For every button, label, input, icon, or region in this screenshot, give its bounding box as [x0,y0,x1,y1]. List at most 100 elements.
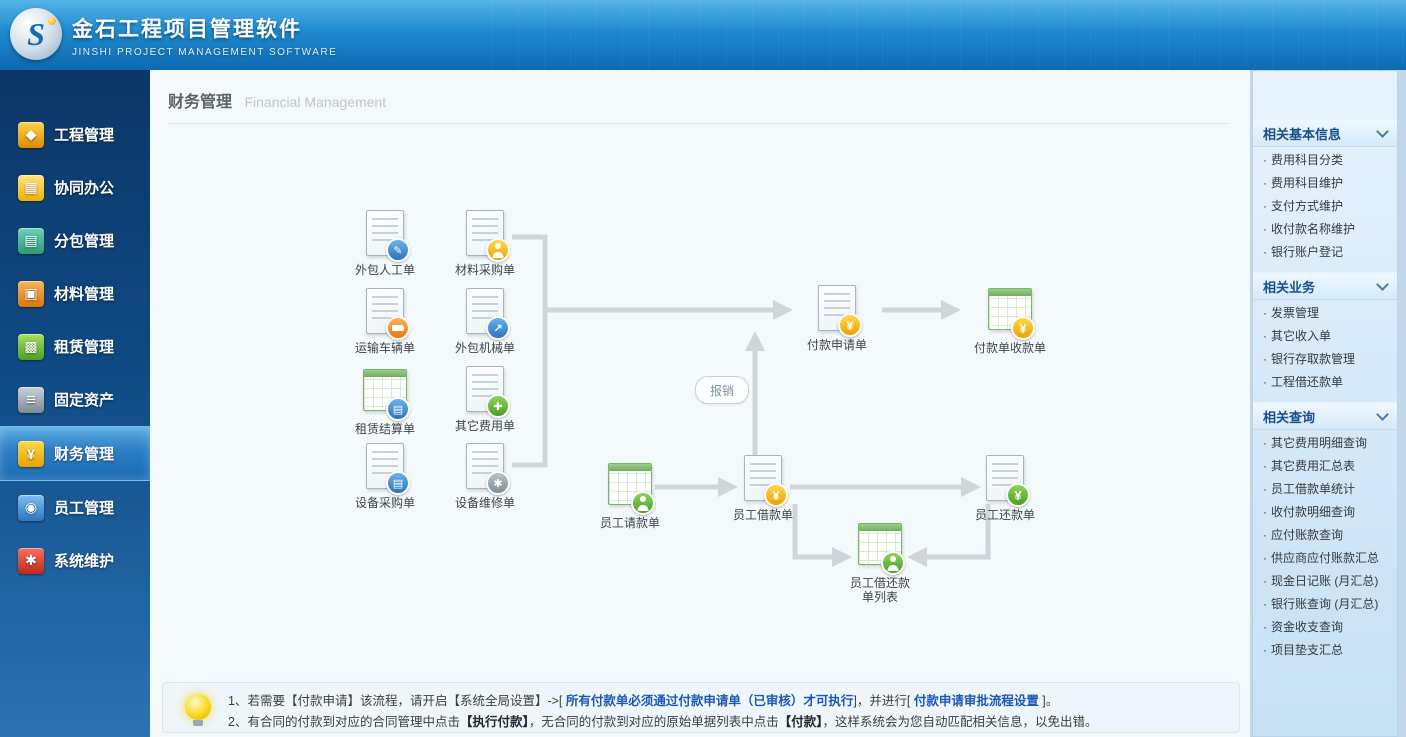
flow-node-label: 员工借款单 [718,508,808,522]
link-payment-method-maintain[interactable]: 支付方式维护 [1253,195,1397,218]
sidebar-item-lease[interactable]: 租赁管理 [0,320,150,373]
main-content-panel: 财务管理 Financial Management [150,70,1250,737]
flow-node-employee-loan[interactable]: 员工借款单 [718,455,808,522]
link-payable-query[interactable]: 应付账款查询 [1253,524,1397,547]
link-bank-deposit-withdraw[interactable]: 银行存取款管理 [1253,348,1397,371]
flow-node-label-line2: 单列表 [835,590,925,604]
grid-person-icon [857,523,903,571]
tips-panel: 1、若需要【付款申请】该流程，请开启【系统全局设置】->[ 所有付款单必须通过付… [162,682,1240,733]
flow-node-transport-vehicle[interactable]: 运输车辆单 [340,288,430,355]
link-expense-subject-category[interactable]: 费用科目分类 [1253,149,1397,172]
flow-node-lease-settlement[interactable]: 租赁结算单 [340,366,430,436]
flow-node-label: 运输车辆单 [340,341,430,355]
link-bank-account-register[interactable]: 银行账户登记 [1253,241,1397,264]
sidebar-item-label: 员工管理 [54,497,114,518]
flow-node-employee-loan-list[interactable]: 员工借还款 单列表 [835,520,925,604]
link-other-income[interactable]: 其它收入单 [1253,325,1397,348]
tip-text: ]。 [1039,694,1058,708]
grid-coin-icon [987,288,1033,336]
grid-docs-icon [362,369,408,417]
page-title-row: 财务管理 Financial Management [168,70,1230,124]
flow-node-label: 员工借还款 [835,576,925,590]
sidebar-item-subcontract[interactable]: 分包管理 [0,214,150,267]
sidebar-item-label: 协同办公 [54,177,114,198]
section-header-basic-info[interactable]: 相关基本信息 [1253,119,1397,147]
tip-link-approval-flow-setting[interactable]: 付款申请审批流程设置 [914,694,1039,708]
section-title: 相关查询 [1263,407,1315,426]
link-employee-loan-stats[interactable]: 员工借款单统计 [1253,478,1397,501]
flow-node-employee-repayment[interactable]: 员工还款单 [960,455,1050,522]
sidebar-item-finance[interactable]: 财务管理 [0,426,150,481]
flow-node-payment-receipt[interactable]: 付款单收款单 [965,285,1055,355]
tip-text: ，无合同的付款到对应的原始单据列表中点击 [529,715,779,729]
flow-node-equipment-repair[interactable]: 设备维修单 [440,443,530,510]
app-subtitle: JINSHI PROJECT MANAGEMENT SOFTWARE [72,47,337,58]
link-payment-detail-query[interactable]: 收付款明细查询 [1253,501,1397,524]
flow-node-payment-request[interactable]: 付款申请单 [792,285,882,352]
flow-node-other-expense[interactable]: 其它费用单 [440,366,530,433]
link-fund-inout-query[interactable]: 资金收支查询 [1253,616,1397,639]
doc-arrow-icon [462,288,508,336]
flow-node-outsourced-machinery[interactable]: 外包机械单 [440,288,530,355]
app-header: 金石工程项目管理软件 JINSHI PROJECT MANAGEMENT SOF… [0,0,1406,70]
sidebar-item-material[interactable]: 材料管理 [0,267,150,320]
flow-node-label: 材料采购单 [440,263,530,277]
link-project-loan-repay[interactable]: 工程借还款单 [1253,371,1397,394]
link-expense-subject-maintain[interactable]: 费用科目维护 [1253,172,1397,195]
sidebar-item-label: 系统维护 [54,550,114,571]
finance-coins-icon [18,441,44,467]
link-supplier-payable-summary[interactable]: 供应商应付账款汇总 [1253,547,1397,570]
link-other-expense-summary[interactable]: 其它费用汇总表 [1253,455,1397,478]
flow-node-label: 外包机械单 [440,341,530,355]
doc-gear-icon [462,443,508,491]
main-nav-sidebar: 工程管理 协同办公 分包管理 材料管理 租赁管理 固定资产 财务管理 员工管理 [0,70,150,737]
flow-node-label: 付款申请单 [792,338,882,352]
flow-node-label: 外包人工单 [340,263,430,277]
link-project-advance-summary[interactable]: 项目垫支汇总 [1253,639,1397,662]
flow-node-material-purchase[interactable]: 材料采购单 [440,210,530,277]
section-header-related-query[interactable]: 相关查询 [1253,402,1397,430]
doc-plus-icon [462,366,508,414]
flow-node-label: 付款单收款单 [965,341,1055,355]
section-header-related-business[interactable]: 相关业务 [1253,272,1397,300]
chevron-down-icon [1376,125,1389,138]
tip-text: ]，并进行[ [853,694,913,708]
flow-node-equipment-purchase[interactable]: 设备采购单 [340,443,430,510]
doc-truck-icon [362,288,408,336]
doc-person-icon [462,210,508,258]
sidebar-item-office[interactable]: 协同办公 [0,161,150,214]
tip-line-2: 2、有合同的付款到对应的合同管理中点击【执行付款】，无合同的付款到对应的原始单据… [228,712,1239,733]
flow-node-outsourced-labor[interactable]: 外包人工单 [340,210,430,277]
flow-node-label: 租赁结算单 [340,422,430,436]
link-invoice-management[interactable]: 发票管理 [1253,302,1397,325]
sidebar-item-label: 分包管理 [54,230,114,251]
sidebar-item-project[interactable]: 工程管理 [0,108,150,161]
flow-node-employee-request[interactable]: 员工请款单 [585,460,675,530]
link-cash-journal-monthly[interactable]: 现金日记账 (月汇总) [1253,570,1397,593]
sidebar-item-maintenance[interactable]: 系统维护 [0,534,150,587]
tip-text-payment: 【付款】 [779,715,823,729]
chevron-down-icon [1376,408,1389,421]
sidebar-item-label: 材料管理 [54,283,114,304]
link-bank-account-query-monthly[interactable]: 银行账查询 (月汇总) [1253,593,1397,616]
employee-people-icon [18,495,44,521]
reimbursement-bubble-label: 报销 [695,376,749,404]
sidebar-item-label: 财务管理 [54,443,114,464]
tip-text: 2、有合同的付款到对应的合同管理中点击 [228,715,460,729]
sidebar-item-employee[interactable]: 员工管理 [0,481,150,534]
payment-hand-coin-icon [814,285,860,333]
link-payee-name-maintain[interactable]: 收付款名称维护 [1253,218,1397,241]
tip-text: ，这样系统会为您自动匹配相关信息，以免出错。 [823,715,1098,729]
subcontract-layers-icon [18,228,44,254]
office-grid-icon [18,175,44,201]
system-toolbox-icon [18,548,44,574]
section-title: 相关业务 [1263,277,1315,296]
tips-text: 1、若需要【付款申请】该流程，请开启【系统全局设置】->[ 所有付款单必须通过付… [228,683,1239,733]
tip-link-global-setting[interactable]: 所有付款单必须通过付款申请单（已审核）才可执行 [566,694,854,708]
sidebar-item-label: 固定资产 [54,389,114,410]
lightbulb-icon [185,694,211,720]
link-other-expense-detail-query[interactable]: 其它费用明细查询 [1253,432,1397,455]
header-pattern [492,0,1406,70]
sidebar-item-fixed-assets[interactable]: 固定资产 [0,373,150,426]
